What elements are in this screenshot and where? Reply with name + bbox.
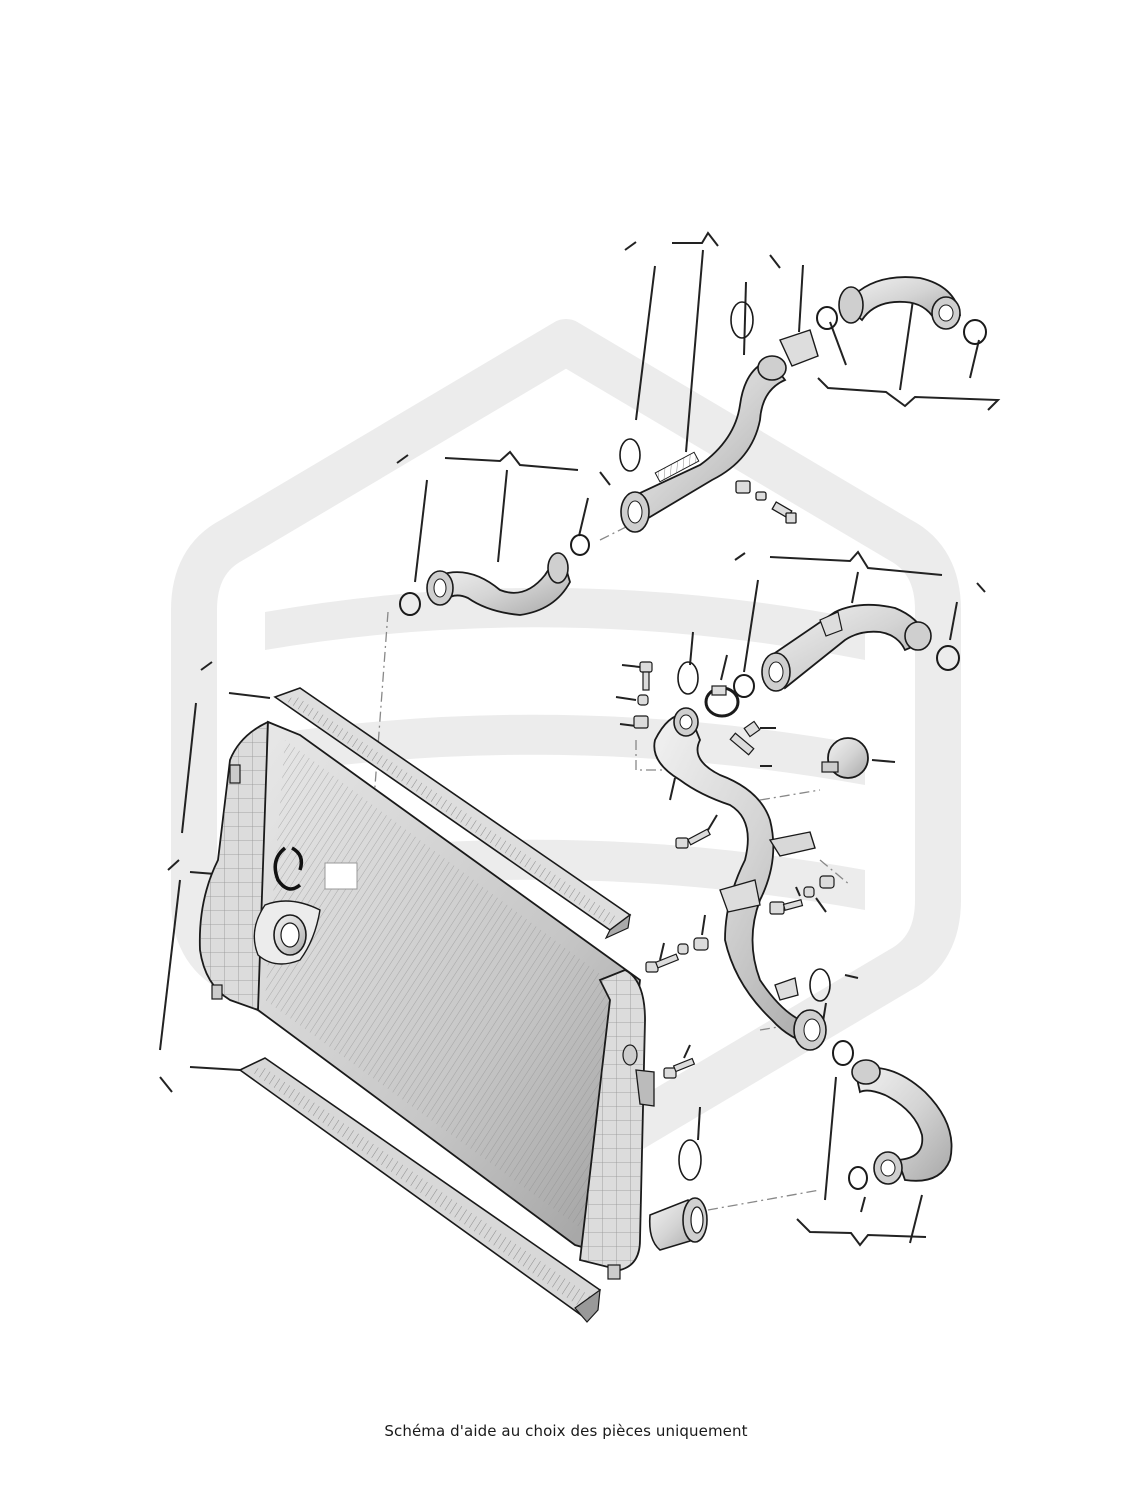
hose-clamp: [704, 685, 740, 718]
middle-right-hose: [733, 603, 960, 698]
lower-right-hose: [832, 1040, 953, 1190]
core-outlet: [648, 1139, 708, 1251]
upper-s-pipe: [619, 301, 819, 533]
diagram-caption: Schéma d'aide au choix des pièces unique…: [384, 1422, 748, 1440]
upper-right-hose: [816, 276, 987, 345]
fasteners: [633, 661, 835, 1079]
left-hose: [399, 534, 590, 616]
leader-lines: [159, 231, 1001, 1247]
upper-seal-strip: [273, 687, 632, 940]
cutaway-detail: [253, 846, 358, 965]
lower-seal-strip: [238, 1057, 601, 1323]
pressure-sensor: [821, 737, 869, 779]
charge-pipe: [653, 661, 831, 1051]
bolt-set-upper: [735, 480, 797, 524]
